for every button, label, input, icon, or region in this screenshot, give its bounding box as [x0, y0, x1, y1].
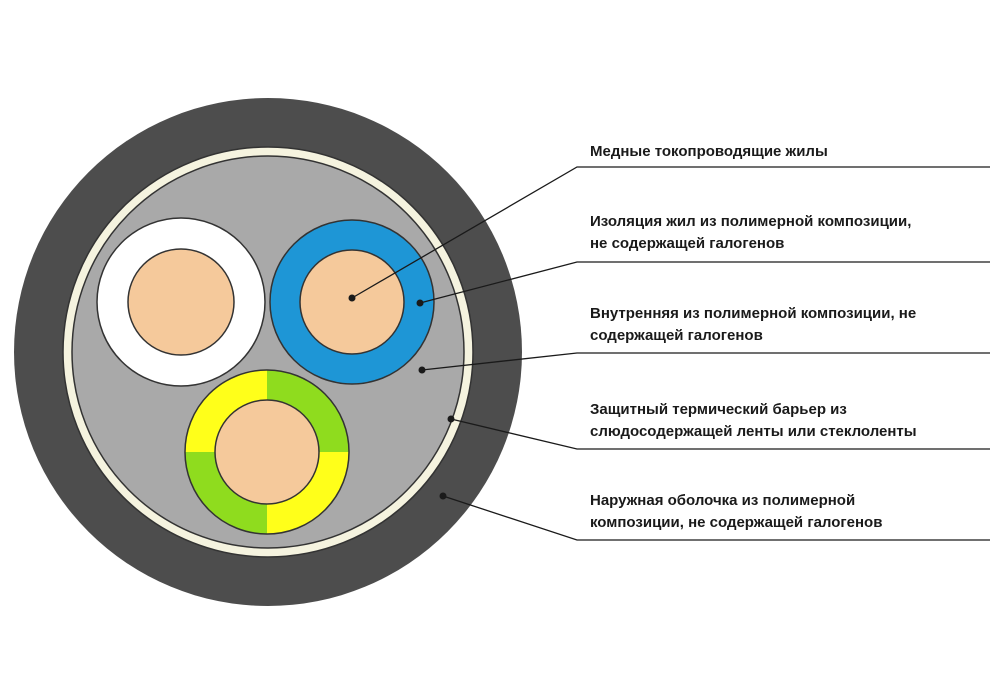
core-blue [269, 219, 435, 385]
leader-inner [421, 352, 990, 371]
callout-inner: Внутренняя из полимерной композиции, не … [590, 305, 916, 344]
callout-insulation: Изоляция жил из полимерной композиции, н… [590, 213, 911, 252]
leader-insulation [419, 261, 990, 304]
core-yellow-green [184, 369, 350, 535]
callout-line: Медные токопроводящие жилы [590, 143, 828, 160]
callout-line: содержащей галогенов [590, 327, 763, 344]
callout-copper: Медные токопроводящие жилы [590, 143, 828, 160]
insulation-outline [184, 369, 350, 535]
callout-line: Изоляция жил из полимерной композиции, [590, 213, 911, 230]
leader-copper [351, 166, 990, 299]
callout-barrier: Защитный термический барьер из слюдосоде… [590, 401, 917, 440]
copper-conductor [299, 249, 405, 355]
leader-lines [351, 166, 990, 541]
anchor-dot [447, 415, 455, 423]
leader-barrier [450, 418, 990, 450]
anchor-dot [418, 366, 426, 374]
callout-line: слюдосодержащей ленты или стеклоленты [590, 423, 917, 440]
anchor-dot [416, 299, 424, 307]
anchor-dot [439, 492, 447, 500]
callout-line: Внутренняя из полимерной композиции, не [590, 305, 916, 322]
callout-outer: Наружная оболочка из полимерной композиц… [590, 492, 882, 531]
core-white [96, 217, 266, 387]
callout-line: композиции, не содержащей галогенов [590, 514, 882, 531]
callout-line: Наружная оболочка из полимерной [590, 492, 855, 509]
copper-conductor [127, 248, 235, 356]
copper-conductor [214, 399, 320, 505]
callout-line: не содержащей галогенов [590, 235, 784, 252]
leader-outer [442, 495, 990, 541]
callout-line: Защитный термический барьер из [590, 401, 847, 418]
leader-dots [348, 294, 455, 500]
anchor-dot [348, 294, 356, 302]
